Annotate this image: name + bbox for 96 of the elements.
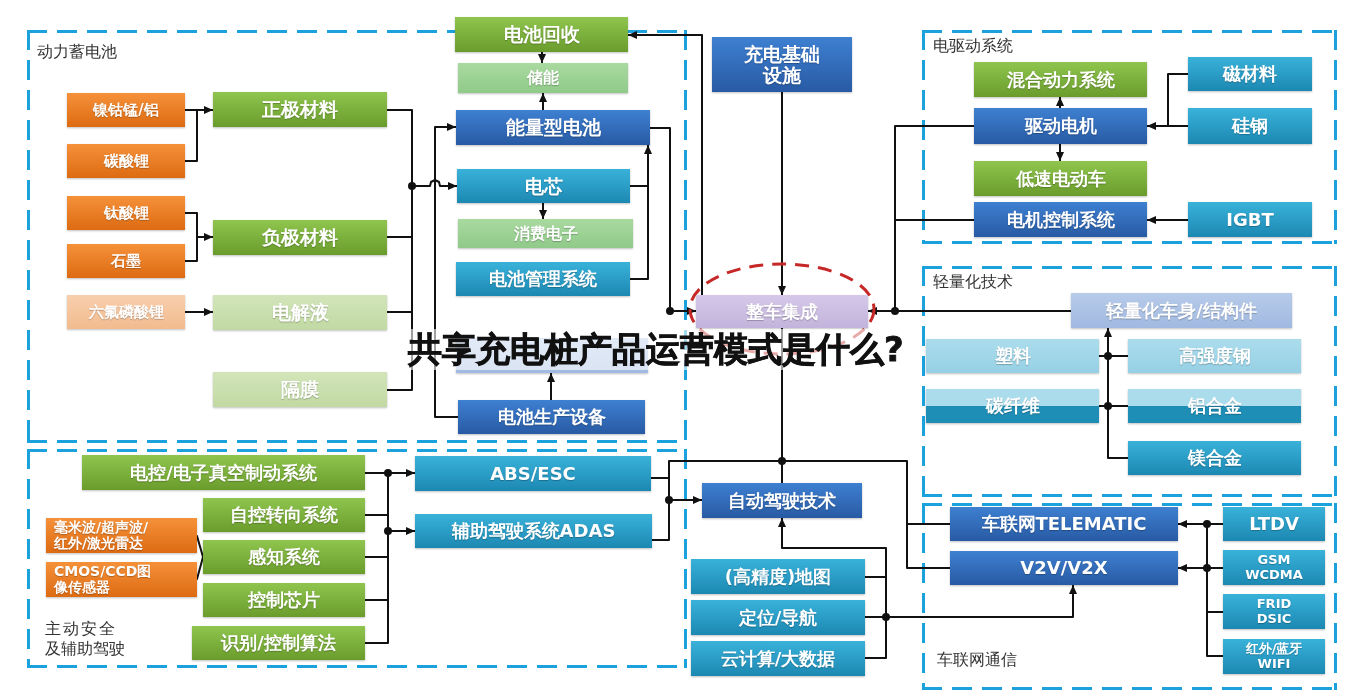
- connector-arrow: [547, 372, 555, 401]
- process-box: V2V/V2X: [950, 551, 1178, 585]
- process-box: 塑料: [926, 339, 1099, 373]
- connector-arrow: [778, 91, 786, 296]
- connector-line: [364, 556, 389, 558]
- process-box: 电解液: [213, 295, 387, 330]
- process-box: 电机控制系统: [974, 202, 1147, 237]
- connector-arrow: [778, 517, 887, 578]
- process-box: 自控转向系统: [203, 498, 365, 532]
- connector-line: [364, 599, 389, 644]
- process-box: IGBT: [1188, 202, 1312, 237]
- group-panel: [27, 449, 687, 668]
- process-box: 石墨: [67, 244, 185, 278]
- process-box: 自动驾驶技术: [702, 483, 862, 518]
- process-box: 低速电动车: [974, 161, 1147, 196]
- connector-line: [386, 236, 413, 238]
- process-box: CMOS/CCD图像传感器: [46, 562, 197, 597]
- group-panel: [922, 503, 1337, 690]
- process-box: 磁材料: [1188, 57, 1312, 91]
- process-box: 隔膜: [213, 372, 387, 407]
- process-box: 镁合金: [1128, 441, 1301, 475]
- process-box: FRID DSIC: [1223, 594, 1325, 629]
- connector-line: [184, 212, 198, 238]
- group-heading: 主动安全及辅助驾驶: [45, 619, 126, 659]
- process-box: 负极材料: [213, 220, 387, 255]
- connector-arrow: [184, 308, 214, 316]
- connector-arrow: [434, 123, 459, 418]
- connector-line: [1167, 73, 1189, 127]
- process-box: 电池管理系统: [456, 262, 630, 296]
- connector-line: [411, 236, 413, 313]
- connector-arrow: [644, 144, 652, 187]
- connector-arrow: [1146, 122, 1169, 130]
- connector-line: [364, 514, 389, 516]
- process-box: 储能: [458, 63, 628, 93]
- process-box: 充电基础设施: [712, 37, 852, 92]
- process-box: 电控/电子真空制动系统: [82, 455, 365, 490]
- process-box: 辅助驾驶系统ADAS: [415, 514, 652, 548]
- connector-line: [387, 556, 389, 601]
- connector-line: [386, 311, 413, 313]
- connector-line: [629, 185, 649, 280]
- connector-line: [894, 125, 975, 221]
- process-box: 毫米波/超声波/红外/激光雷达: [46, 518, 197, 553]
- process-box: 红外/蓝牙 WIFI: [1223, 639, 1325, 674]
- process-box: 识别/控制算法: [192, 626, 365, 660]
- process-box: 混合动力系统: [974, 62, 1147, 97]
- connector-line: [184, 109, 198, 162]
- group-panel: [922, 266, 1337, 497]
- process-box: 车联网TELEMATIC: [950, 507, 1178, 541]
- process-box: 控制芯片: [203, 583, 365, 617]
- connector-line: [1167, 125, 1189, 127]
- process-box: 驱动电机: [974, 108, 1147, 144]
- process-box: 轻量化车身/结构件: [1071, 293, 1292, 328]
- process-box: 碳酸锂: [67, 144, 185, 178]
- connector-arrow: [627, 31, 703, 296]
- connector-line: [906, 523, 951, 525]
- process-box: ABS/ESC: [415, 456, 651, 491]
- process-box: 碳纤维: [926, 389, 1099, 423]
- process-box: 镍钴锰/铝: [67, 93, 185, 127]
- process-box: 电池回收: [455, 17, 628, 52]
- process-box: 云计算/大数据: [691, 641, 865, 676]
- group-panel: [922, 30, 1337, 244]
- connector-line: [906, 523, 951, 569]
- group-heading: 轻量化技术: [933, 272, 1013, 292]
- connector-arrow: [649, 127, 697, 315]
- process-box: 钛酸锂: [67, 196, 185, 230]
- process-box: LTDV: [1223, 507, 1325, 541]
- connector-line: [364, 599, 389, 601]
- process-box: 感知系统: [203, 540, 365, 574]
- connector-line: [650, 477, 670, 479]
- connector-line: [184, 109, 198, 111]
- connector-arrow: [1177, 564, 1208, 572]
- process-box: 整车集成: [696, 295, 868, 328]
- connector-line: [629, 185, 649, 187]
- connector-arrow: [1177, 520, 1208, 528]
- process-box: 能量型电池: [456, 110, 650, 145]
- process-box: 消费电子: [458, 219, 633, 248]
- group-heading: 电驱动系统: [933, 36, 1013, 56]
- process-box: 电池生产设备: [458, 400, 645, 434]
- group-heading: 动力蓄电池: [37, 42, 117, 62]
- process-box: 高强度钢: [1128, 339, 1301, 373]
- connector-line: [386, 311, 413, 391]
- connector-line: [1206, 611, 1224, 657]
- process-box: (高精度)地图: [691, 559, 865, 594]
- connector-line: [1206, 611, 1224, 613]
- process-box: 硅钢: [1188, 108, 1312, 144]
- process-box: GSM WCDMA: [1223, 550, 1325, 585]
- connector-line: [894, 219, 975, 221]
- group-heading: 车联网通信: [937, 650, 1017, 670]
- process-box: 六氟磷酸锂: [67, 295, 185, 329]
- connector-line: [184, 236, 198, 262]
- connector-arrow: [1146, 216, 1189, 224]
- process-box: 电芯: [457, 169, 630, 203]
- process-box: 定位/导航: [691, 600, 865, 635]
- process-box: 正极材料: [213, 92, 387, 127]
- connector-line: [864, 576, 887, 578]
- process-box: 铝合金: [1128, 389, 1301, 423]
